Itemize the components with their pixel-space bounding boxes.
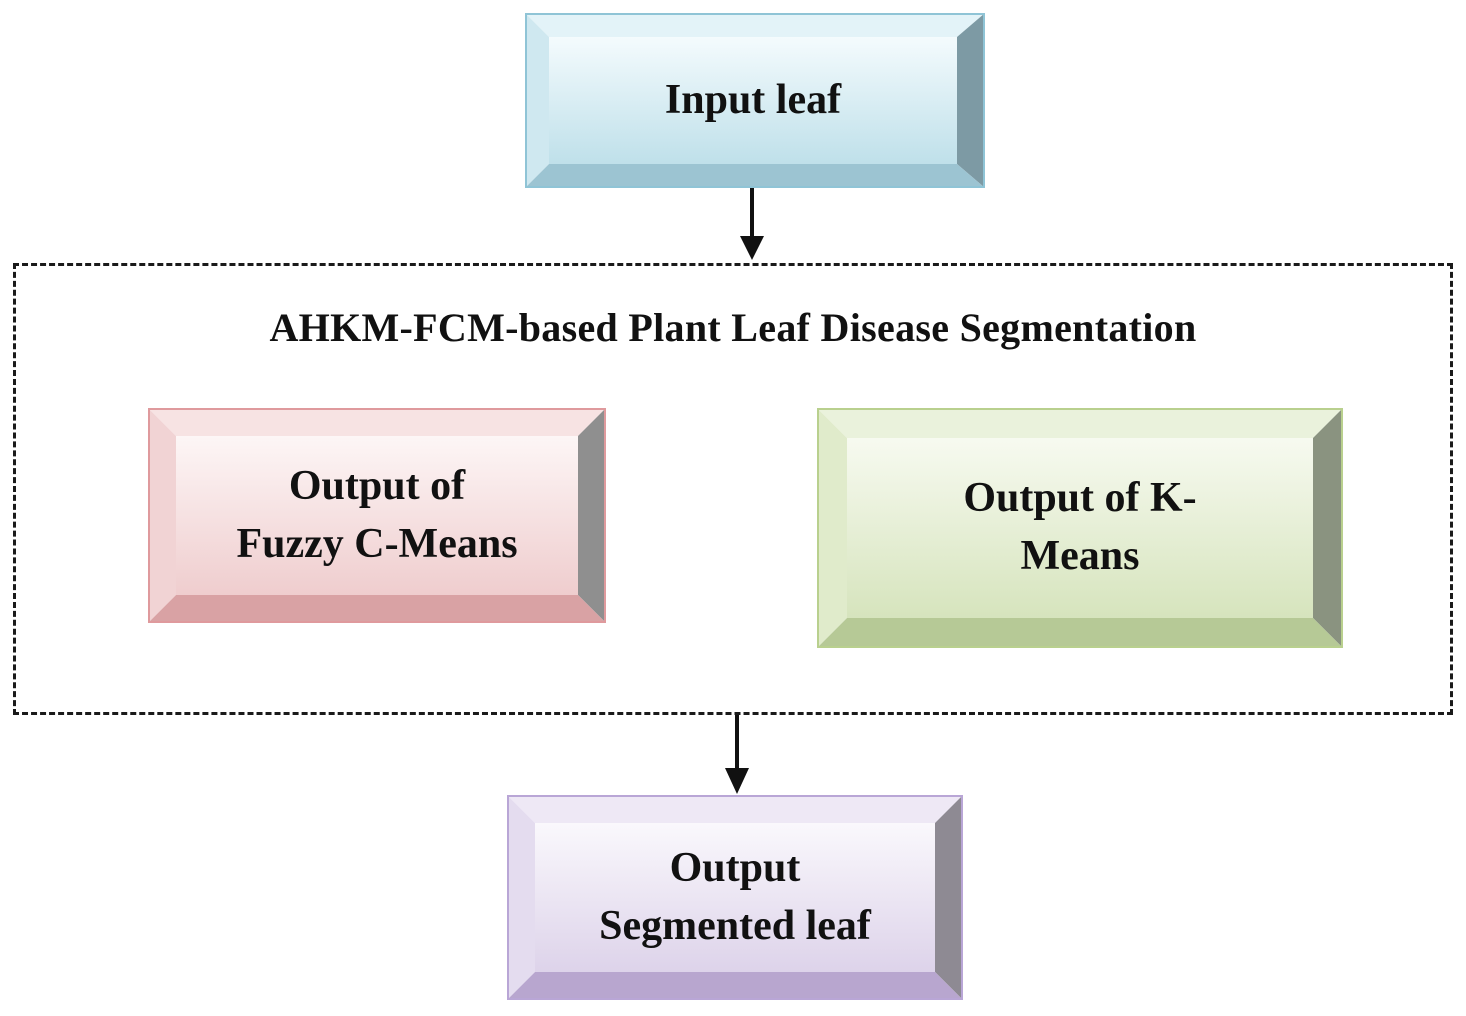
fcm-output-bevel	[148, 408, 606, 623]
kmeans-output-label-area: Output of K- Means	[847, 438, 1313, 618]
arrow-group-to-output	[725, 715, 749, 794]
segmented-leaf-node: Output Segmented leaf	[507, 795, 963, 1000]
kmeans-output-node: Output of K- Means	[817, 408, 1343, 648]
group-title: AHKM-FCM-based Plant Leaf Disease Segmen…	[269, 305, 1197, 350]
input-leaf-label-area: Input leaf	[549, 37, 957, 164]
input-leaf-bevel	[525, 13, 985, 188]
segmented-leaf-line1: Output	[669, 844, 801, 891]
fcm-output-label-area: Output of Fuzzy C-Means	[176, 436, 578, 595]
input-leaf-node: Input leaf	[525, 13, 985, 188]
kmeans-output-line2: Means	[1020, 533, 1140, 579]
fcm-output-line2: Fuzzy C-Means	[236, 520, 518, 567]
fcm-output-line1: Output of	[288, 462, 466, 509]
segmentation-group	[13, 263, 1453, 715]
kmeans-output-bevel	[817, 408, 1343, 648]
kmeans-output-line1: Output of K-	[963, 475, 1197, 522]
segmented-leaf-label-area: Output Segmented leaf	[535, 823, 935, 972]
segmented-leaf-line2: Segmented leaf	[599, 902, 871, 949]
segmented-leaf-bevel	[507, 795, 963, 1000]
input-leaf-label: Input leaf	[664, 76, 842, 123]
fcm-output-node: Output of Fuzzy C-Means	[148, 408, 606, 623]
arrow-input-to-group	[740, 188, 764, 260]
